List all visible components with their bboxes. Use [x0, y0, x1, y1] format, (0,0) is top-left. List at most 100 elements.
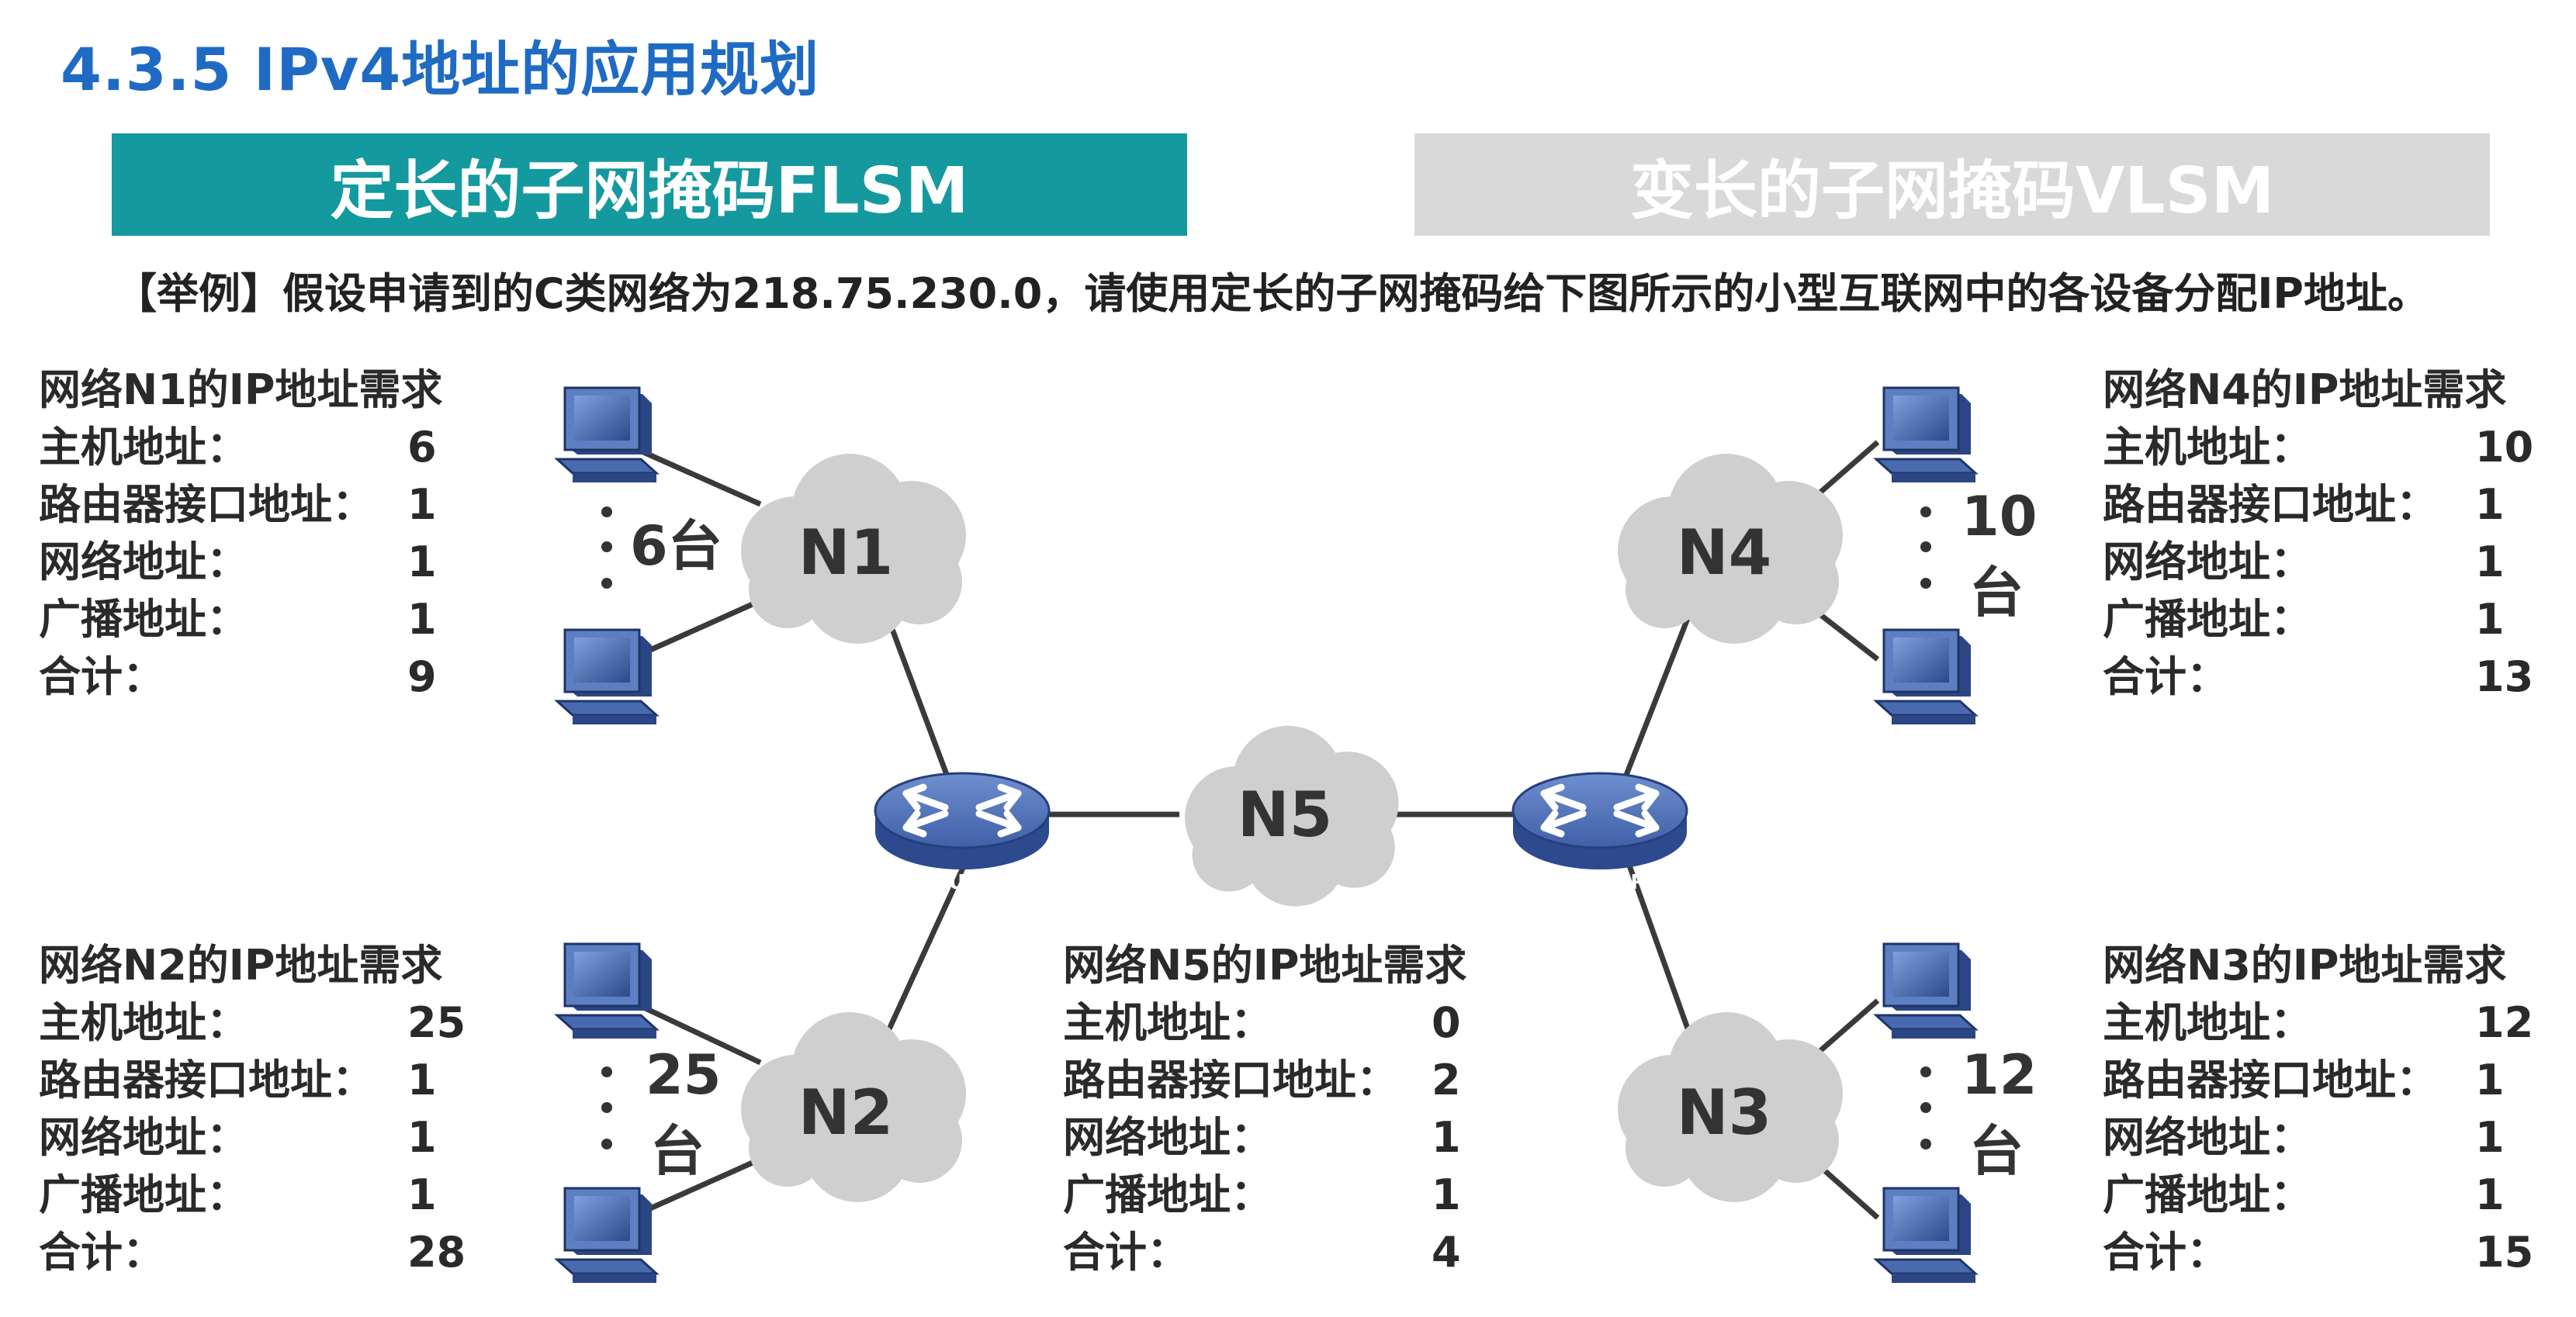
req-row: 主机地址：12	[2103, 994, 2537, 1052]
req-heading: 网络N4的IP地址需求	[2103, 365, 2507, 414]
req-label: 网络地址：	[39, 538, 248, 586]
req-row: 主机地址：0	[1063, 994, 1497, 1052]
req-n1: 网络N1的IP地址需求 主机地址： 6 路由器接口地址： 1 网络地址： 1 广播地址…	[39, 361, 473, 706]
req-row: 路由器接口地址： 1	[39, 476, 473, 534]
req-row: 广播地址： 1	[2103, 1167, 2537, 1224]
ellipsis-dots	[601, 506, 1931, 1149]
req-heading: 网络N1的IP地址需求	[39, 365, 443, 414]
req-row: 网络地址： 1	[2103, 534, 2537, 591]
req-row: 合计：13	[2103, 648, 2537, 706]
req-label: 合计：	[1063, 1228, 1189, 1277]
req-row: 合计： 15	[2103, 1224, 2537, 1281]
n2-host-count: 25	[646, 1043, 721, 1107]
req-label: 网络地址：	[1063, 1113, 1272, 1162]
req-value: 1	[407, 1056, 437, 1104]
req-n2: 网络N2的IP地址需求 主机地址： 25 路由器接口地址： 1 网络地址： 1 广播地…	[39, 937, 473, 1281]
req-value: 1	[407, 595, 437, 644]
n1-host-count: 6台	[630, 514, 722, 578]
req-row: 广播地址：1	[39, 591, 473, 648]
req-label: 网络地址：	[39, 1113, 248, 1162]
req-value: 1	[407, 1113, 437, 1162]
router-2-label: ROUTER	[1554, 871, 1646, 894]
router-1	[875, 773, 1049, 869]
req-value: 1	[407, 480, 437, 529]
computer-icon	[556, 1187, 658, 1284]
req-label: 主机地址：	[39, 423, 248, 472]
req-row: 主机地址： 6	[39, 419, 473, 476]
req-row: 主机地址： 10	[2103, 419, 2537, 476]
req-row: 广播地址：1	[2103, 591, 2537, 648]
req-row: 广播地址： 1	[1063, 1167, 1497, 1224]
computer-icon	[1875, 628, 1977, 726]
req-value: 1	[1432, 1113, 1461, 1162]
req-row: 网络地址： 1	[39, 1109, 473, 1167]
req-n4: 网络N4的IP地址需求 主机地址： 10 路由器接口地址： 1 网络地址： 1 广播地…	[2103, 361, 2537, 706]
computer-icon	[1875, 1187, 1977, 1284]
page-title: 4.3.5 IPv4地址的应用规划	[61, 35, 820, 104]
req-row: 路由器接口地址：1	[2103, 1052, 2537, 1109]
router-1-label: ROUTER	[916, 871, 1009, 894]
req-label: 合计：	[2103, 1228, 2228, 1277]
req-value: 1	[407, 538, 437, 586]
req-value: 12	[2475, 998, 2534, 1047]
computer-icon	[556, 942, 658, 1040]
req-heading: 网络N2的IP地址需求	[39, 941, 443, 990]
label-n2: N2	[798, 1077, 894, 1149]
req-row: 合计：28	[39, 1224, 473, 1281]
req-row: 路由器接口地址：2	[1063, 1052, 1497, 1109]
req-row: 主机地址： 25	[39, 994, 473, 1052]
req-value: 15	[2475, 1228, 2534, 1277]
req-label: 路由器接口地址：	[2103, 480, 2438, 529]
n2-host-unit: 台	[650, 1119, 705, 1183]
link-n4-pc-top	[1813, 440, 1880, 499]
req-row: 路由器接口地址： 1	[39, 1052, 473, 1109]
req-row: 路由器接口地址： 1	[2103, 476, 2537, 534]
req-label: 广播地址：	[39, 1170, 248, 1219]
req-value: 1	[2475, 538, 2505, 586]
n4-host-unit: 台	[1969, 561, 2024, 624]
req-label: 路由器接口地址：	[39, 480, 374, 529]
req-row: 合计： 9	[39, 648, 473, 706]
req-value: 4	[1432, 1228, 1461, 1277]
req-value: 1	[2475, 1113, 2505, 1162]
req-value: 10	[2475, 423, 2534, 472]
req-value: 1	[2475, 480, 2505, 529]
req-label: 合计：	[2103, 652, 2228, 701]
req-value: 1	[2475, 1056, 2505, 1104]
computer-icon	[1875, 386, 1977, 484]
computer-icon	[1875, 942, 1977, 1040]
req-value: 1	[1432, 1170, 1461, 1219]
req-row: 网络地址： 1	[39, 534, 473, 591]
example-text: 【举例】假设申请到的C类网络为218.75.230.0，请使用定长的子网掩码给下…	[115, 269, 2429, 318]
req-label: 网络地址：	[2103, 1113, 2312, 1162]
link-n3-pc-top	[1813, 998, 1880, 1057]
req-value: 1	[407, 1170, 437, 1219]
req-label: 主机地址：	[2103, 423, 2312, 472]
req-value: 25	[407, 998, 466, 1047]
req-value: 6	[407, 423, 437, 472]
n3-host-unit: 台	[1969, 1119, 2024, 1183]
computer-icon	[556, 386, 658, 484]
req-label: 合计：	[39, 652, 164, 701]
computer-icon	[556, 628, 658, 726]
req-value: 2	[1432, 1056, 1461, 1104]
req-label: 网络地址：	[2103, 538, 2312, 586]
label-n3: N3	[1677, 1077, 1772, 1149]
label-n1: N1	[798, 517, 894, 589]
tab-flsm[interactable]: 定长的子网掩码FLSM	[112, 133, 1187, 236]
req-label: 主机地址：	[39, 998, 248, 1047]
req-value: 9	[407, 652, 437, 701]
req-row: 网络地址： 1	[2103, 1109, 2537, 1167]
req-label: 广播地址：	[1063, 1170, 1272, 1219]
req-label: 合计：	[39, 1228, 164, 1277]
router-2	[1513, 773, 1687, 869]
req-value: 1	[2475, 1170, 2505, 1219]
req-row: 广播地址： 1	[39, 1167, 473, 1224]
req-label: 主机地址：	[1063, 998, 1272, 1047]
req-label: 路由器接口地址：	[39, 1056, 374, 1104]
label-n4: N4	[1677, 517, 1772, 589]
req-row: 网络地址： 1	[1063, 1109, 1497, 1167]
req-heading: 网络N5的IP地址需求	[1063, 941, 1467, 990]
tab-vlsm[interactable]: 变长的子网掩码VLSM	[1414, 133, 2490, 236]
req-label: 广播地址：	[2103, 1170, 2312, 1219]
